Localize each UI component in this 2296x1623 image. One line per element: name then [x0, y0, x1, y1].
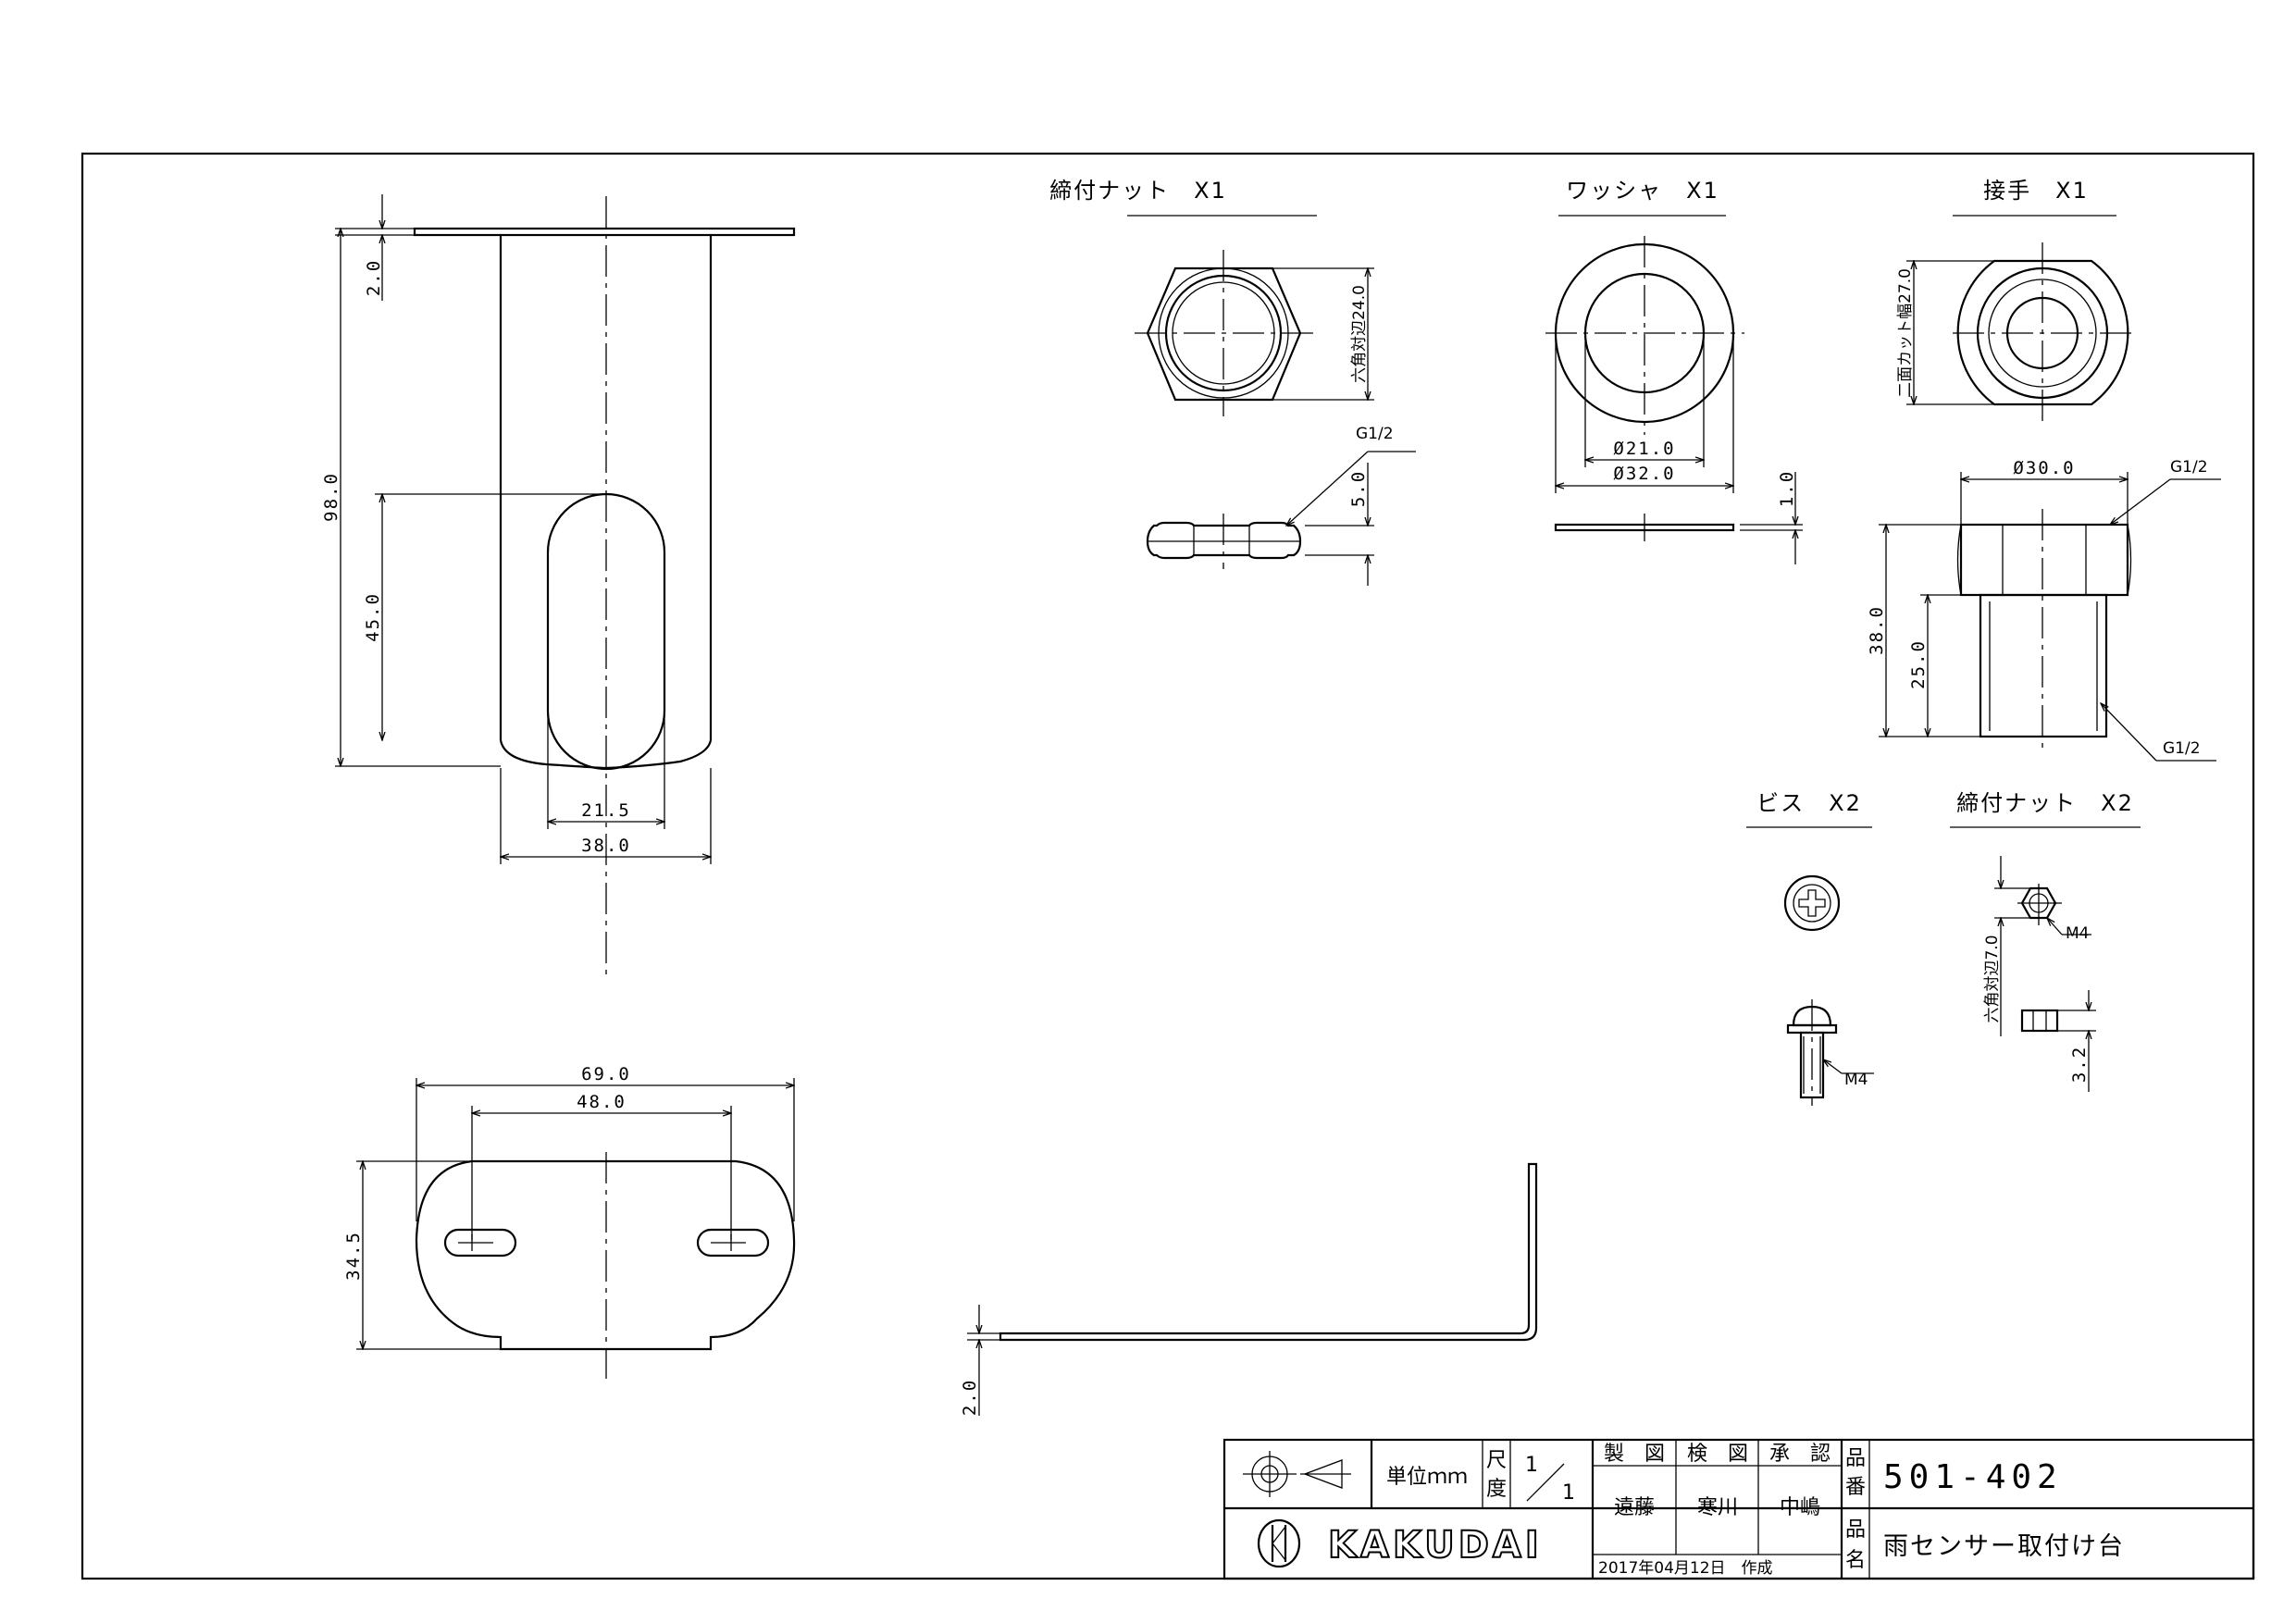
projection-symbol-icon	[1243, 1451, 1351, 1497]
checked-by: 寒川	[1697, 1496, 1738, 1519]
checked-label: 検 図	[1687, 1443, 1748, 1466]
joint-title: 接手 X1	[1983, 178, 2089, 204]
part-name: 雨センサー取付け台	[1883, 1532, 2125, 1561]
dim-bracket-top-thickness: 2.0	[364, 259, 384, 296]
bracket-side-view: 2.0	[960, 1162, 1538, 1416]
scale-label-2: 度	[1486, 1478, 1507, 1501]
joint-thread-length: 25.0	[1908, 639, 1929, 689]
nut-2-title: 締付ナット X2	[1956, 790, 2134, 816]
part-name-label-2: 名	[1845, 1549, 1866, 1572]
bracket-front-view: 2.0 98.0 45.0 21.5 38.0	[321, 194, 796, 981]
drawn-by: 遠藤	[1614, 1496, 1655, 1519]
dim-slot-width: 21.5	[581, 800, 631, 821]
drawing-border	[81, 152, 2255, 1580]
date-created: 2017年04月12日 作成	[1598, 1559, 1773, 1578]
nut-1-thread: G1/2	[1356, 425, 1394, 443]
scale-label-1: 尺	[1486, 1449, 1507, 1472]
dim-bracket-height: 98.0	[321, 472, 341, 522]
approved-label: 承 認	[1769, 1443, 1831, 1466]
dim-plan-depth: 34.5	[343, 1231, 364, 1281]
company-name: KAKUDAI	[1328, 1524, 1543, 1567]
nut-1-title: 締付ナット X1	[1049, 178, 1227, 204]
part-no-label-2: 番	[1845, 1476, 1866, 1499]
dim-plan-holes: 48.0	[577, 1092, 627, 1112]
dim-plan-overall: 69.0	[581, 1064, 631, 1084]
nut-1-across-flats: 六角対辺24.0	[1350, 285, 1369, 383]
joint-thread-bottom: G1/2	[2163, 739, 2201, 758]
part-name-label-1: 品	[1845, 1518, 1866, 1542]
screw-size: M4	[1844, 1071, 1868, 1089]
nut-2-across-flats: 六角対辺7.0	[1983, 935, 2002, 1022]
joint-height: 38.0	[1867, 605, 1887, 655]
joint-detail: 接手 X1 二面カット幅27.0 Ø30.0 G1/2	[1867, 178, 2221, 762]
joint-thread-top: G1/2	[2170, 458, 2208, 477]
bracket-plan-view: 69.0 48.0 34.5	[343, 1064, 796, 1379]
nut-2-thickness: 3.2	[2069, 1046, 2090, 1083]
part-number: 501-402	[1883, 1458, 2063, 1496]
joint-dia: Ø30.0	[2013, 458, 2075, 478]
washer-thickness: 1.0	[1777, 470, 1797, 507]
nut-1-detail: 締付ナット X1 六角対辺24.0 G1/2 5.0	[1049, 178, 1416, 586]
part-no-label-1: 品	[1845, 1447, 1866, 1470]
scale-denominator: 1	[1562, 1481, 1575, 1505]
joint-two-flat-cut: 二面カット幅27.0	[1896, 268, 1915, 398]
washer-inner-dia: Ø21.0	[1613, 439, 1675, 459]
nut-1-thickness: 5.0	[1348, 470, 1369, 507]
nut-2-detail: 締付ナット X2 M4 六角対辺7.0 3.2	[1950, 790, 2141, 1092]
dim-side-thickness: 2.0	[960, 1379, 980, 1416]
screw-detail: ビス X2 M4	[1746, 790, 1874, 1106]
washer-detail: ワッシャ X1 Ø21.0 Ø32.0 1.0	[1545, 178, 1803, 564]
screw-title: ビス X2	[1756, 790, 1862, 816]
unit-label: 単位ｍｍ	[1386, 1466, 1468, 1489]
nut-2-size: M4	[2066, 924, 2089, 943]
dim-bracket-width: 38.0	[581, 836, 631, 856]
drawn-label: 製 図	[1604, 1443, 1665, 1466]
approved-by: 中嶋	[1780, 1496, 1820, 1519]
dim-slot-height: 45.0	[363, 592, 383, 642]
title-block: 単位ｍｍ 尺 度 1 1 製 図 検 図 承 認 遠藤 寒川 中嶋 2017年0…	[1222, 1438, 2255, 1580]
scale-numerator: 1	[1525, 1454, 1538, 1477]
washer-title: ワッシャ X1	[1566, 178, 1719, 204]
washer-outer-dia: Ø32.0	[1613, 464, 1675, 484]
kakudai-logo: KAKUDAI	[1257, 1518, 1543, 1568]
